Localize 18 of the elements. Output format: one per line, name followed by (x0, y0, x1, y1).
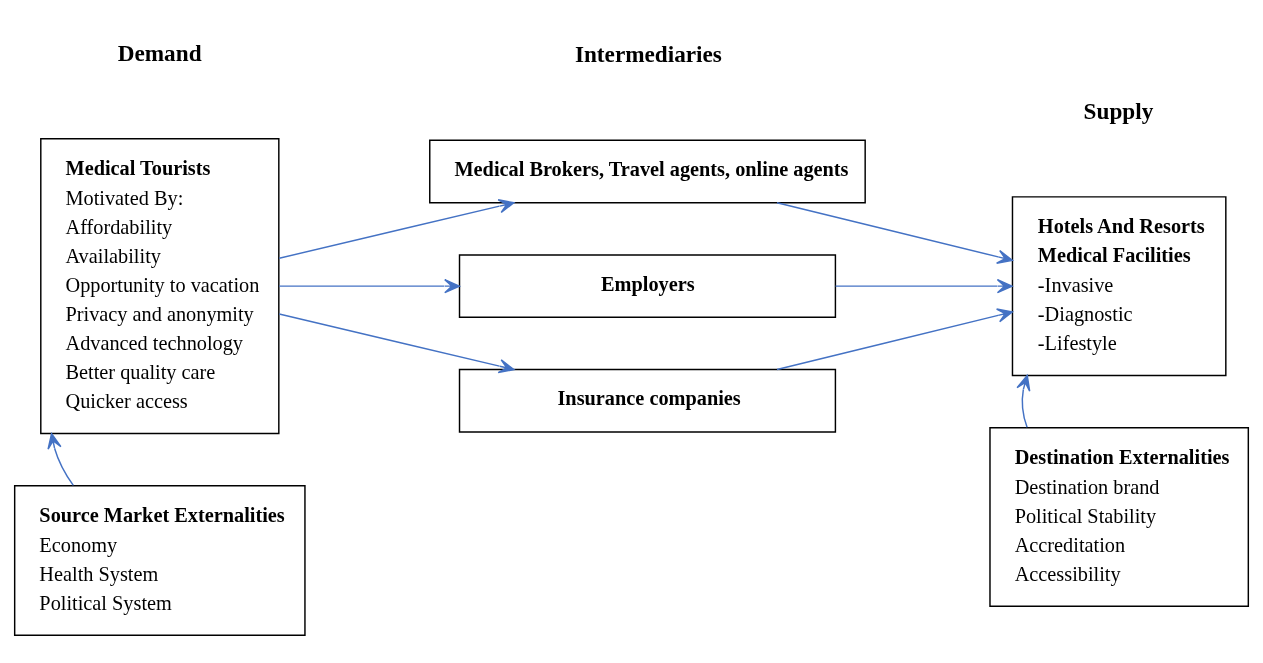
arrow (834, 278, 1013, 294)
node-box: Source Market Externalities Economy Health System Political System (13, 485, 306, 636)
arrow (47, 432, 75, 487)
arrow (776, 202, 1013, 264)
arrow (776, 308, 1013, 371)
label: Intermediaries (574, 41, 722, 68)
node-box: Medical Tourists Motivated By: Affordability Availability Opportunity to vacation Privacy and anonymity Advanced technology Better quality care Quicker access (40, 138, 280, 435)
node-box: Medical Brokers, Travel agents, online agents (429, 139, 866, 204)
arrow (278, 278, 460, 294)
label: Demand (117, 39, 202, 66)
node-box: Hotels And Resorts Medical Facilities -Invasive -Diagnostic -Lifestyle (1011, 196, 1227, 377)
arrow (278, 313, 515, 374)
arrow (1016, 374, 1031, 428)
node-box: Destination Externalities Destination brand Political Stability Accreditation Accessibility (989, 426, 1250, 607)
node-box: Employers (458, 254, 837, 319)
arrow (278, 199, 515, 259)
node-box: Insurance companies (458, 368, 837, 433)
label: Supply (1083, 97, 1154, 124)
